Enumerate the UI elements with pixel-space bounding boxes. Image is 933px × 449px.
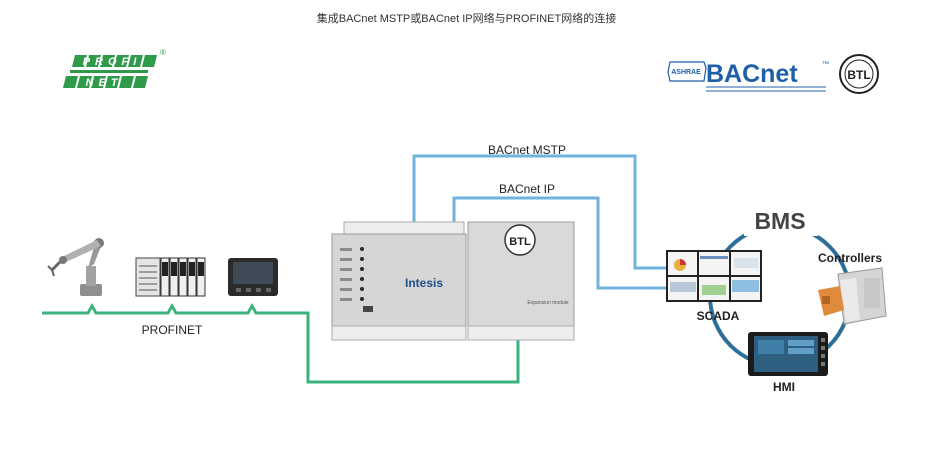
profinet-logo: PROFI NET ® [63,48,166,89]
profinet-lines [42,302,520,384]
expansion-module: BTL Expansion module [467,221,575,341]
bacnet-logo-text: BACnet [706,60,798,88]
bacnet-lines [412,154,668,290]
btl-logo-text: BTL [847,68,870,82]
bacnet-mstp-line [412,154,668,270]
profinet-bus-line [42,302,520,384]
registered-mark: ® [160,48,166,57]
hmi-panel-icon [228,258,278,296]
bacnet-logo-underline [706,86,826,92]
profinet-logo-top-text: PROFI [83,56,142,68]
hmi-label: HMI [773,380,795,394]
profinet-logo-bottom-text: NET [86,77,123,89]
btl-badge: BTL [504,224,536,256]
btl-logo-top: BTL [839,54,879,94]
btl-badge-text: BTL [509,236,531,248]
bacnet-logo: ASHRAE BACnet ™ [667,60,829,92]
intesis-brand: Intesis [405,276,443,290]
status-leds [340,248,352,301]
plc-rack-icon [135,257,206,297]
trademark-mark: ™ [822,61,829,68]
expansion-module-label: Expansion module [527,300,568,306]
controllers-label: Controllers [818,251,882,265]
page-title: 集成BACnet MSTP或BACnet IP网络与PROFINET网络的连接 [316,13,617,25]
robot-arm-icon [47,238,104,296]
scada-monitors-icon [666,250,762,302]
scada-label: SCADA [697,309,740,323]
intesis-gateway: Intesis [331,221,467,341]
bacnet-mstp-label: BACnet MSTP [488,143,566,157]
bacnet-ip-label: BACnet IP [499,182,555,196]
controllers-icon [818,267,887,325]
bms-title: BMS [754,208,805,234]
profinet-label: PROFINET [142,323,203,337]
ashrae-text: ASHRAE [671,69,701,76]
bacnet-ip-line [452,196,668,290]
hmi-tablet-icon [748,332,828,376]
bms-title-backdrop [744,208,818,236]
